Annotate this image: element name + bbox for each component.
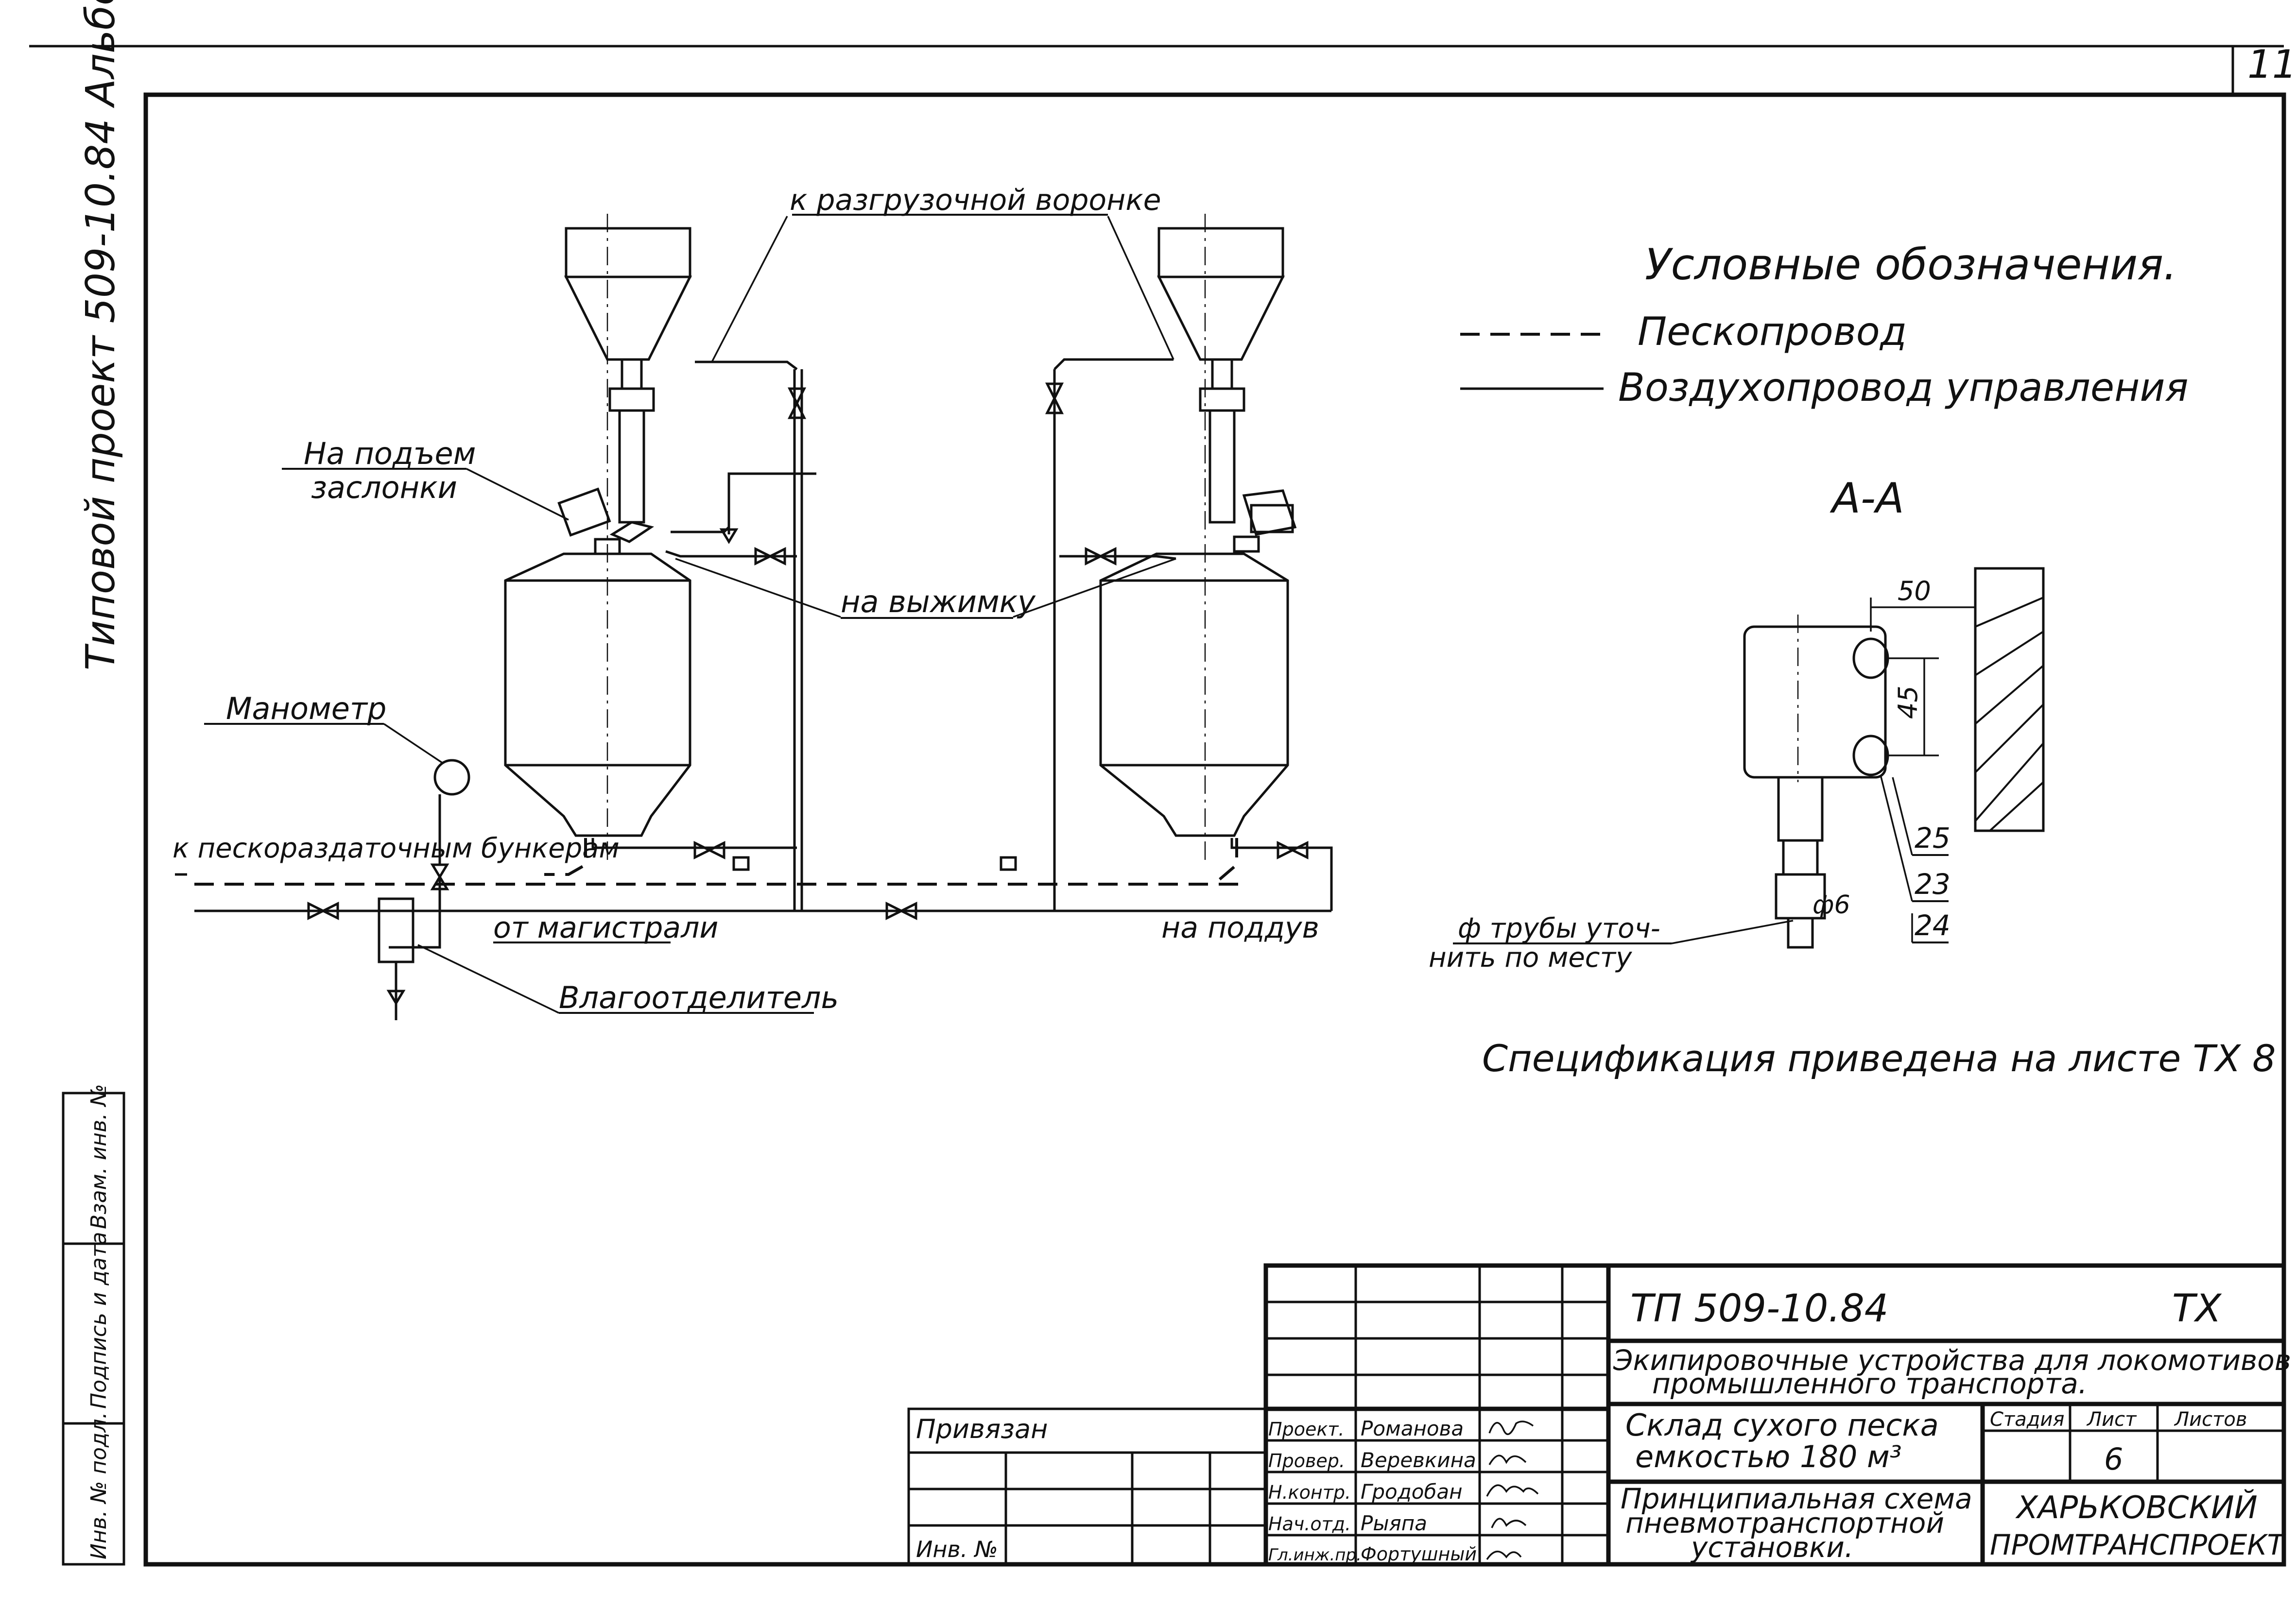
doc-code: ТП 509-10.84 [1630,1287,1888,1331]
name-3: Гродобан [1361,1480,1463,1504]
title-block: ТП 509-10.84 ТХ Экипировочные устройства… [907,1263,2291,1567]
inv-label: Инв. № [916,1536,998,1562]
sheet-name-1: Принципиальная схема [1621,1482,1972,1515]
label-blow: на поддув [1161,911,1319,945]
signature-4 [1491,1518,1527,1528]
role-4: Нач.отд. [1268,1513,1351,1535]
section-title: А-А [1830,474,1904,523]
label-gauge: Манометр [226,691,386,726]
sheet-header: Лист [2086,1408,2137,1431]
signature-2 [1488,1455,1527,1465]
scheme-labels: к разгрузочной воронке На подъем заслонк… [173,183,1319,1015]
spec-note: Спецификация приведена на листе ТХ 8 [1482,1037,2276,1080]
sheet-number: 11 [2247,42,2296,87]
stamp-col-sign: Подпись и дата [86,1232,111,1409]
name-4: Рыяпа [1361,1511,1427,1535]
label-gate-lift-1: На подъем [304,436,476,471]
air-pipelines [194,358,1333,1020]
side-label: Типовой проект 509-10.84 Альбом I [78,0,124,670]
pipe-note-2: нить по месту [1429,942,1632,974]
name-5: Фортушный [1361,1543,1477,1565]
dim-45: 45 [1893,685,1923,719]
signature-1 [1488,1421,1534,1435]
sheet-name-3: установки. [1690,1531,1853,1564]
doc-mark: ТХ [2172,1287,2222,1331]
label-funnel: к разгрузочной воронке [790,183,1161,217]
linked-label: Привязан [916,1414,1048,1444]
valves [307,382,1309,1006]
section-a-a: А-А 50 45 25 23 24 ф6 ф трубы уточ- [1429,474,2045,974]
name-1: Романова [1361,1417,1464,1440]
project-name-1: Экипировочные устройства для локомотивов [1613,1344,2291,1377]
tank-left [504,214,692,860]
sheet-no: 6 [2104,1441,2123,1477]
org-name-1: ХАРЬКОВСКИЙ [2015,1489,2258,1526]
stamp-col-inv: Инв. № подл. [86,1412,111,1559]
org-name-2: ПРОМТРАНСПРОЕКТ [1990,1528,2287,1561]
role-5: Гл.инж.пр. [1268,1545,1362,1565]
project-name-2: промышленного транспорта. [1652,1367,2087,1400]
object-name-2: емкостью 180 м³ [1635,1439,1902,1474]
signature-3 [1486,1484,1539,1497]
signature-5 [1486,1551,1522,1560]
sand-pipelines [194,838,1246,886]
object-name-1: Склад сухого песка [1625,1407,1939,1443]
legend-title: Условные обозначения. [1645,240,2177,290]
pos-25: 25 [1915,822,1951,855]
sheets-header: Листов [2174,1408,2247,1431]
legend-item-sand-pipe: Пескопровод [1638,309,1907,354]
sheet-name-2: пневмотранспортной [1625,1506,1944,1540]
role-2: Провер. [1268,1450,1345,1472]
label-to-bunkers: к пескораздаточным бункерам [173,833,620,864]
role-1: Проект. [1268,1419,1345,1440]
label-squeeze: на выжимку [841,584,1036,619]
legend-item-air-pipe: Воздухопровод управления [1618,365,2189,410]
label-separator: Влагоотделитель [559,980,839,1015]
tank-right [1099,214,1297,860]
pos-23: 23 [1915,868,1951,901]
diam-label: ф6 [1813,890,1850,920]
role-3: Н.контр. [1268,1482,1351,1503]
legend: Условные обозначения. Пескопровод Воздух… [1460,240,2189,410]
dim-50: 50 [1898,576,1931,606]
stamp-col-replace: Взам. инв. № [86,1084,111,1229]
pos-24: 24 [1915,909,1951,942]
name-2: Веревкина [1361,1448,1476,1472]
label-gate-lift-2: заслонки [311,470,457,505]
pipe-note-1: ф трубы уточ- [1458,913,1660,944]
stage-header: Стадия [1990,1408,2064,1431]
label-from-main: от магистрали [493,911,718,945]
